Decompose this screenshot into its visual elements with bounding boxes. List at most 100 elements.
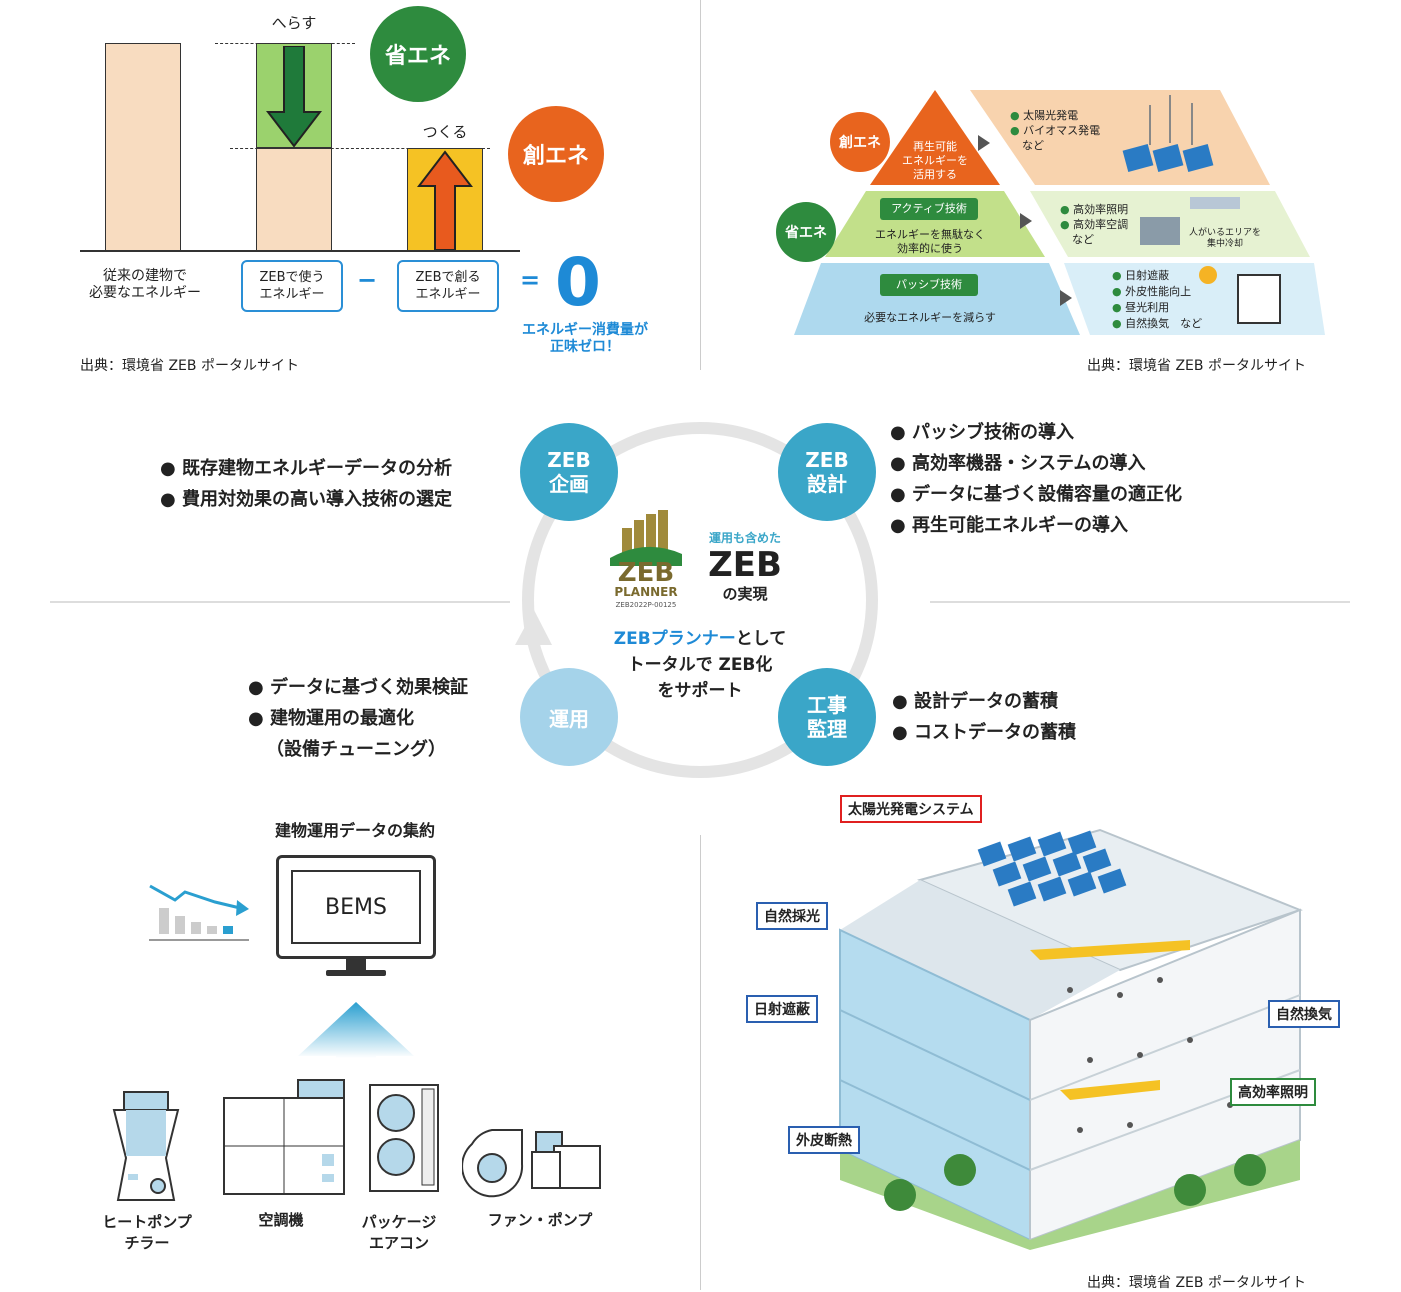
- baseline: [80, 250, 520, 252]
- source-credit-1: 出典：環境省 ZEB ポータルサイト: [80, 358, 299, 374]
- operate-items: ● データに基づく効果検証 ● 建物運用の最適化 （設備チューニング）: [248, 672, 468, 765]
- supervise-circle: 工事 監理: [778, 668, 876, 766]
- fan-pump-icon: [462, 1129, 601, 1198]
- plan-item: ● 既存建物エネルギーデータの分析: [160, 458, 452, 479]
- passive-item: ● 自然換気 など: [1112, 317, 1203, 330]
- operate-item: （設備チューニング）: [266, 739, 446, 760]
- passive-list: ● 日射遮蔽 ● 外皮性能向上 ● 昼光利用 ● 自然換気 など: [1112, 268, 1202, 332]
- aircon-unit-icon: [223, 1079, 345, 1195]
- zeb-planner-logo-icon: [610, 510, 682, 566]
- design-items: ● パッシブ技術の導入 ● 高効率機器・システムの導入 ● データに基づく設備容…: [890, 417, 1182, 541]
- lighting-tag: 高効率照明: [1230, 1078, 1316, 1106]
- monitor-inner: BEMS: [291, 870, 421, 944]
- pyramid-saving-badge: 省エネ: [776, 202, 836, 262]
- passive-item: ● 日射遮蔽: [1112, 269, 1170, 282]
- net-zero-label: エネルギー消費量が 正味ゼロ！: [522, 322, 648, 355]
- renewable-item: ● 太陽光発電: [1010, 109, 1079, 122]
- zeb-create-box: ZEBで創る エネルギー: [397, 260, 499, 312]
- horizontal-divider-right: [930, 601, 1350, 603]
- supervise-items: ● 設計データの蓄積 ● コストデータの蓄積: [892, 686, 1076, 748]
- supervise-item: ● 設計データの蓄積: [892, 691, 1058, 712]
- zeb-use-bar: [256, 148, 332, 251]
- design-item: ● 高効率機器・システムの導入: [890, 453, 1146, 474]
- design-item: ● 再生可能エネルギーの導入: [890, 515, 1128, 536]
- reduce-label: へらす: [271, 14, 317, 32]
- plan-circle: ZEB 企画: [520, 423, 618, 521]
- saving-badge: 省エネ: [370, 6, 466, 102]
- bems-title: 建物運用データの集約: [274, 821, 435, 840]
- center-line-3: をサポート: [657, 681, 743, 701]
- insulation-tag: 外皮断熱: [788, 1126, 860, 1154]
- equals-sign: =: [519, 266, 541, 294]
- shading-tag: 日射遮蔽: [746, 995, 818, 1023]
- package-aircon-icon: [369, 1084, 439, 1192]
- pyramid-creating-badge: 創エネ: [830, 112, 890, 172]
- center-line-2: トータルで ZEB化: [627, 655, 773, 675]
- conventional-bar: [105, 43, 181, 251]
- conventional-label: 従来の建物で 必要なエネルギー: [89, 268, 201, 301]
- center-support-text: ZEBプランナーとして トータルで ZEB化 をサポート: [580, 626, 820, 704]
- center-line-1: ZEBプランナーとして: [613, 629, 787, 649]
- plan-item: ● 費用対効果の高い導入技術の選定: [160, 489, 452, 510]
- active-note: 人がいるエリアを 集中冷却: [1188, 228, 1261, 249]
- dashed-line-mid: [230, 148, 490, 149]
- renewable-item: ● バイオマス発電: [1010, 124, 1101, 137]
- operate-item: ● データに基づく効果検証: [248, 677, 468, 698]
- active-tech-tag: アクティブ技術: [880, 198, 978, 220]
- active-list: ● 高効率照明 ● 高効率空調 など: [1060, 202, 1128, 247]
- center-sub: の実現: [722, 585, 768, 603]
- logo-code: ZEB2022P-00125: [615, 601, 677, 609]
- monitor-screen: BEMS: [276, 855, 436, 959]
- vertical-divider-bottom: [700, 835, 701, 1290]
- chart-trend-icon: [149, 884, 249, 941]
- operate-circle: 運用: [520, 668, 618, 766]
- zeb-use-box: ZEBで使う エネルギー: [241, 260, 343, 312]
- design-circle: ZEB 設計: [778, 423, 876, 521]
- monitor-stand: [346, 959, 366, 971]
- down-arrow-icon: [266, 46, 322, 148]
- passive-item: ● 外皮性能向上: [1112, 285, 1192, 298]
- building-illustration: [839, 828, 1303, 1250]
- vertical-divider-top: [700, 0, 701, 370]
- center-small: 運用も含めた: [708, 531, 781, 545]
- solar-tag: 太陽光発電システム: [840, 795, 982, 823]
- source-credit-3: 出典：環境省 ZEB ポータルサイト: [1087, 1275, 1306, 1291]
- passive-item: ● 昼光利用: [1112, 301, 1170, 314]
- supervise-item: ● コストデータの蓄積: [892, 722, 1076, 743]
- dashed-line-top: [215, 43, 355, 44]
- renewable-etc: など: [1022, 139, 1044, 152]
- monitor-base: [326, 970, 386, 976]
- source-credit-2: 出典：環境省 ZEB ポータルサイト: [1087, 358, 1306, 374]
- design-item: ● データに基づく設備容量の適正化: [890, 484, 1182, 505]
- cycle-ring: [515, 422, 878, 778]
- aircon-label: 空調機: [258, 1211, 304, 1229]
- minus-sign: −: [356, 266, 378, 294]
- plan-items: ● 既存建物エネルギーデータの分析 ● 費用対効果の高い導入技術の選定: [160, 453, 452, 515]
- passive-tech-desc: 必要なエネルギーを減らす: [864, 311, 996, 324]
- operate-item: ● 建物運用の最適化: [248, 708, 414, 729]
- fanpump-label: ファン・ポンプ: [487, 1211, 593, 1229]
- active-item: ● 高効率照明: [1060, 203, 1129, 216]
- active-tech-desc: エネルギーを無駄なく 効率的に使う: [875, 228, 985, 255]
- top-tier-text: 再生可能 エネルギーを 活用する: [902, 140, 968, 181]
- creating-badge: 創エネ: [508, 106, 604, 202]
- design-item: ● パッシブ技術の導入: [890, 422, 1074, 443]
- renewable-list: ● 太陽光発電 ● バイオマス発電 など: [1010, 108, 1100, 153]
- package-label: パッケージ エアコン: [361, 1213, 437, 1252]
- bems-label: BEMS: [325, 894, 387, 920]
- create-label: つくる: [422, 123, 468, 141]
- daylight-tag: 自然採光: [756, 902, 828, 930]
- horizontal-divider-left: [50, 601, 510, 603]
- active-etc: など: [1072, 233, 1094, 246]
- chiller-label: ヒートポンプ チラー: [102, 1213, 192, 1252]
- up-flow-arrow-icon: [298, 1002, 414, 1058]
- up-arrow-icon: [417, 150, 473, 250]
- center-big: ZEB: [708, 545, 782, 585]
- zero-value: 0: [555, 244, 601, 321]
- pyramid-graphic: [794, 90, 1325, 335]
- chiller-icon: [112, 1091, 180, 1201]
- ventilation-tag: 自然換気: [1268, 1000, 1340, 1028]
- active-item: ● 高効率空調: [1060, 218, 1129, 231]
- passive-tech-tag: パッシブ技術: [880, 274, 978, 296]
- logo-planner: PLANNER: [614, 585, 678, 599]
